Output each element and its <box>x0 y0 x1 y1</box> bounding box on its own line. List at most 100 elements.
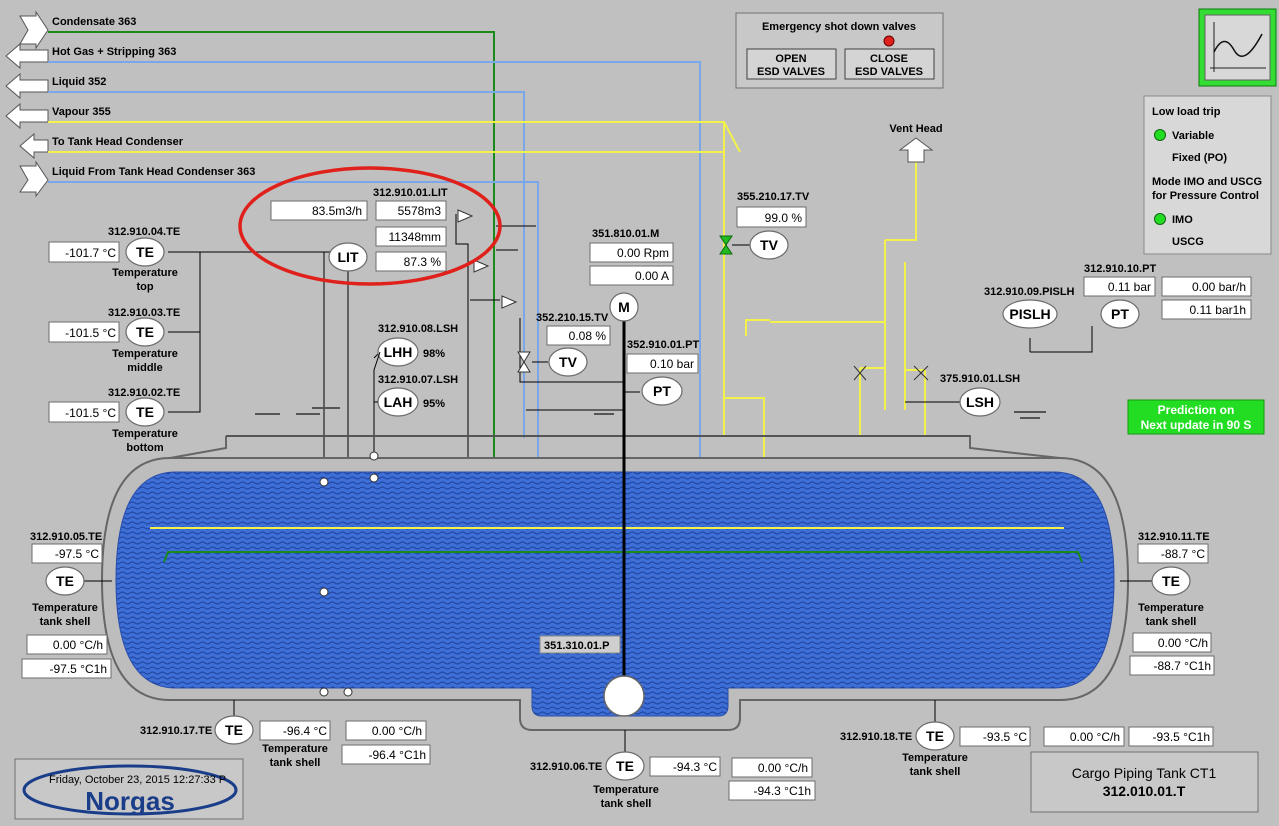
lah-tag: 312.910.07.LSH <box>378 374 458 386</box>
lit-bubble[interactable]: LIT <box>328 242 368 272</box>
te17-rate1h-box <box>341 744 431 765</box>
te06-box <box>649 756 721 777</box>
te-top-tag: 312.910.04.TE <box>108 226 180 238</box>
te11-label-1: Temperature <box>1138 602 1204 614</box>
tv352-tag: 352.210.15.TV <box>536 312 609 324</box>
stream-label-vapour-355: Vapour 355 <box>52 106 111 118</box>
pislh-tag: 312.910.09.PISLH <box>984 286 1075 298</box>
pt312-rate-box <box>1161 276 1252 297</box>
te17-rate-box <box>345 720 427 741</box>
te-bottom-tag: 312.910.02.TE <box>108 387 180 399</box>
valve-symbols[interactable] <box>457 209 929 381</box>
prediction-line-1: Prediction on <box>1158 403 1235 417</box>
close-esd-button[interactable]: CLOSE ESD VALVES <box>844 48 935 80</box>
uscg-label[interactable]: USCG <box>1172 236 1204 248</box>
motor-bubble[interactable]: M <box>609 292 639 322</box>
te11-rate1h-value: -88.7 °C1h <box>1154 659 1212 673</box>
te18-rate1h-value: -93.5 °C1h <box>1153 730 1211 744</box>
tv355-tag: 355.210.17.TV <box>737 191 810 203</box>
imo-lamp[interactable] <box>1154 213 1166 225</box>
lit-volume-value: 5578m3 <box>398 204 442 218</box>
pt352-box <box>626 353 699 374</box>
motor-amp-box <box>589 265 674 286</box>
tank-title-panel <box>1030 751 1259 813</box>
tv352-value: 0.08 % <box>569 329 607 343</box>
close-esd-label-1: CLOSE <box>870 53 908 65</box>
te-top-label-2: top <box>136 281 153 293</box>
te11-rate-box <box>1132 632 1212 653</box>
te-middle-bubble[interactable]: TE <box>125 317 165 347</box>
te06-bubble-label: TE <box>616 758 634 774</box>
pt312-tag: 312.910.10.PT <box>1084 263 1156 275</box>
norgas-logo-ring <box>22 764 238 816</box>
te18-value: -93.5 °C <box>983 730 1027 744</box>
lit-flow-value: 83.5m3/h <box>312 204 362 218</box>
mode-title-1: Mode IMO and USCG <box>1152 176 1262 188</box>
te-top-value: -101.7 °C <box>65 246 116 260</box>
esd-title: Emergency shot down valves <box>762 21 916 33</box>
te-bottom-bubble[interactable]: TE <box>125 397 165 427</box>
te-top-label-1: Temperature <box>112 267 178 279</box>
lah-pct: 95% <box>423 398 445 410</box>
vent-head-label: Vent Head <box>889 123 942 135</box>
te06-value: -94.3 °C <box>673 760 717 774</box>
trend-button[interactable] <box>1198 8 1277 87</box>
te-top-bubble[interactable]: TE <box>125 237 165 267</box>
pt352-bubble[interactable]: PT <box>641 376 683 406</box>
te17-rate1h-value: -96.4 °C1h <box>369 748 427 762</box>
tank-vessel <box>100 320 1130 731</box>
te-bottom-bubble-label: TE <box>136 404 154 420</box>
pt312-rate-value: 0.00 bar/h <box>1192 280 1246 294</box>
tv355-bubble[interactable]: TV <box>749 230 789 260</box>
te05-rate1h-value: -97.5 °C1h <box>50 662 108 676</box>
pislh-bubble[interactable]: PISLH <box>1002 299 1058 329</box>
te-top-bubble-label: TE <box>136 244 154 260</box>
te17-rate-value: 0.00 °C/h <box>372 724 422 738</box>
stream-label-liquid-352: Liquid 352 <box>52 76 106 88</box>
lah-bubble-label: LAH <box>384 394 413 410</box>
te18-label-2: tank shell <box>910 766 961 778</box>
te05-bubble[interactable]: TE <box>45 566 85 596</box>
lhh-bubble[interactable]: LHH <box>377 337 419 367</box>
te17-bubble[interactable]: TE <box>214 715 254 745</box>
te18-bubble[interactable]: TE <box>915 721 955 751</box>
te17-label-2: tank shell <box>270 757 321 769</box>
te05-box <box>31 543 103 564</box>
variable-lamp[interactable] <box>1154 129 1166 141</box>
stream-label-from-condenser: Liquid From Tank Head Condenser 363 <box>52 166 255 178</box>
te11-box <box>1137 543 1209 564</box>
lit-bubble-label: LIT <box>338 249 359 265</box>
tv352-bubble-label: TV <box>559 354 578 370</box>
pt312-bubble[interactable]: PT <box>1100 299 1140 329</box>
te06-rate1h-value: -94.3 °C1h <box>754 784 812 798</box>
te05-rate-box <box>26 634 108 655</box>
te18-label-1: Temperature <box>902 752 968 764</box>
te05-label-1: Temperature <box>32 602 98 614</box>
te18-rate1h-box <box>1128 726 1214 747</box>
fixed-po-label[interactable]: Fixed (PO) <box>1172 152 1227 164</box>
te11-label-2: tank shell <box>1146 616 1197 628</box>
te06-bubble[interactable]: TE <box>605 751 645 781</box>
pt312-rate1h-box <box>1161 299 1252 320</box>
te05-value: -97.5 °C <box>55 547 99 561</box>
te17-box <box>259 720 331 741</box>
tv352-bubble[interactable]: TV <box>548 347 588 377</box>
motor-rpm-box <box>589 242 674 263</box>
te11-bubble-label: TE <box>1162 573 1180 589</box>
lit-level-mm-value: 11348mm <box>389 230 441 244</box>
close-esd-label-2: ESD VALVES <box>855 66 923 78</box>
te18-rate-value: 0.00 °C/h <box>1070 730 1120 744</box>
te18-tag: 312.910.18.TE <box>840 731 912 743</box>
lah-bubble[interactable]: LAH <box>377 387 419 417</box>
motor-bubble-label: M <box>618 299 630 315</box>
pislh-bubble-label: PISLH <box>1009 306 1050 322</box>
te05-tag: 312.910.05.TE <box>30 531 102 543</box>
te-middle-label-2: middle <box>127 362 162 374</box>
te05-bubble-label: TE <box>56 573 74 589</box>
lit-highlight-ring <box>238 166 502 286</box>
open-esd-button[interactable]: OPEN ESD VALVES <box>746 48 837 80</box>
variable-label: Variable <box>1172 130 1214 142</box>
te11-bubble[interactable]: TE <box>1151 566 1191 596</box>
lsh375-bubble[interactable]: LSH <box>959 387 1001 417</box>
te-middle-value: -101.5 °C <box>65 326 116 340</box>
